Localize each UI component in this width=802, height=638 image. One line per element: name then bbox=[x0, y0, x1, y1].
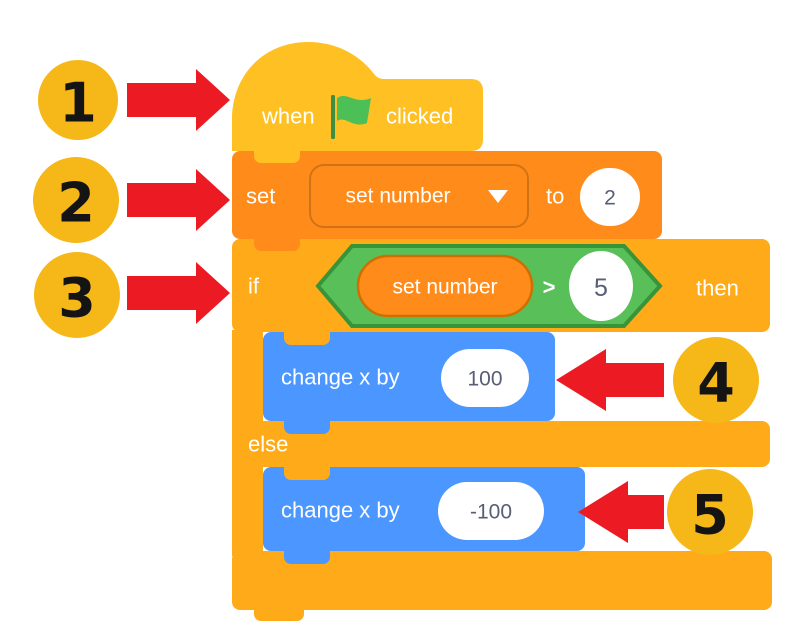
badge-number: 2 bbox=[57, 172, 95, 235]
badge-number: 5 bbox=[691, 484, 729, 547]
annotation-badge bbox=[667, 469, 753, 555]
variable-dropdown[interactable]: set number bbox=[309, 164, 529, 228]
annotation-badge bbox=[33, 157, 119, 243]
change-x-by-negative-block[interactable]: change x by -100 bbox=[263, 467, 585, 564]
annotation-badge bbox=[38, 60, 118, 140]
annotation-badge bbox=[34, 252, 120, 338]
annotation-3: 3 bbox=[34, 252, 230, 338]
badge-number: 3 bbox=[58, 267, 96, 330]
else-bar-bump bbox=[284, 457, 330, 480]
if-label: if bbox=[248, 274, 260, 299]
arrow-left-icon bbox=[556, 349, 664, 411]
variable-reporter[interactable] bbox=[356, 254, 534, 318]
flag-pole bbox=[331, 95, 335, 139]
annotation-4: 4 bbox=[556, 337, 759, 423]
else-bar-shape[interactable] bbox=[232, 421, 770, 467]
value-input[interactable] bbox=[441, 349, 529, 407]
else-label: else bbox=[248, 432, 288, 457]
value-input[interactable] bbox=[569, 251, 633, 321]
change-x-label: change x by bbox=[281, 498, 400, 523]
variable-reporter-label: set number bbox=[392, 276, 497, 299]
annotation-1: 1 bbox=[38, 60, 230, 140]
arrow-left-icon bbox=[578, 481, 664, 543]
set-variable-block[interactable]: set set number to 2 bbox=[232, 151, 662, 251]
dropdown-value: set number bbox=[345, 185, 450, 208]
hat-shape[interactable] bbox=[232, 42, 483, 151]
badge-number: 1 bbox=[59, 72, 97, 135]
caret-down-icon bbox=[488, 190, 508, 203]
if-block-bottom-bar[interactable] bbox=[232, 551, 772, 621]
value-text: 5 bbox=[594, 274, 608, 302]
flag-cloth bbox=[337, 95, 371, 125]
value-text: 100 bbox=[467, 368, 502, 391]
bottom-bar-bump bbox=[254, 600, 304, 621]
annotation-2: 2 bbox=[33, 157, 230, 243]
value-text: -100 bbox=[470, 501, 512, 524]
to-label: to bbox=[546, 184, 564, 209]
clicked-label: clicked bbox=[386, 104, 453, 129]
value-text: 2 bbox=[604, 187, 616, 210]
annotation-badge bbox=[673, 337, 759, 423]
green-flag-icon bbox=[331, 95, 371, 139]
set-label: set bbox=[246, 184, 275, 209]
value-input[interactable] bbox=[580, 168, 640, 226]
bottom-bar-shape[interactable] bbox=[232, 551, 772, 610]
arrow-right-icon bbox=[127, 69, 230, 131]
if-then-header[interactable]: if set number > 5 then bbox=[232, 239, 770, 345]
when-flag-clicked-block[interactable]: when clicked bbox=[232, 42, 483, 163]
annotation-5: 5 bbox=[578, 469, 753, 555]
change-x-label: change x by bbox=[281, 365, 400, 390]
then-label: then bbox=[696, 276, 739, 301]
dropdown-shape[interactable] bbox=[309, 164, 529, 228]
arrow-right-icon bbox=[127, 169, 230, 231]
greater-than-symbol: > bbox=[543, 275, 556, 300]
greater-than-operator[interactable]: set number > 5 bbox=[315, 244, 663, 328]
else-bar[interactable]: else bbox=[232, 421, 770, 480]
change-x-by-block[interactable]: change x by 100 bbox=[263, 332, 555, 434]
badge-number: 4 bbox=[697, 352, 735, 415]
value-input[interactable] bbox=[438, 482, 544, 540]
when-label: when bbox=[261, 104, 315, 129]
arrow-right-icon bbox=[127, 262, 230, 324]
